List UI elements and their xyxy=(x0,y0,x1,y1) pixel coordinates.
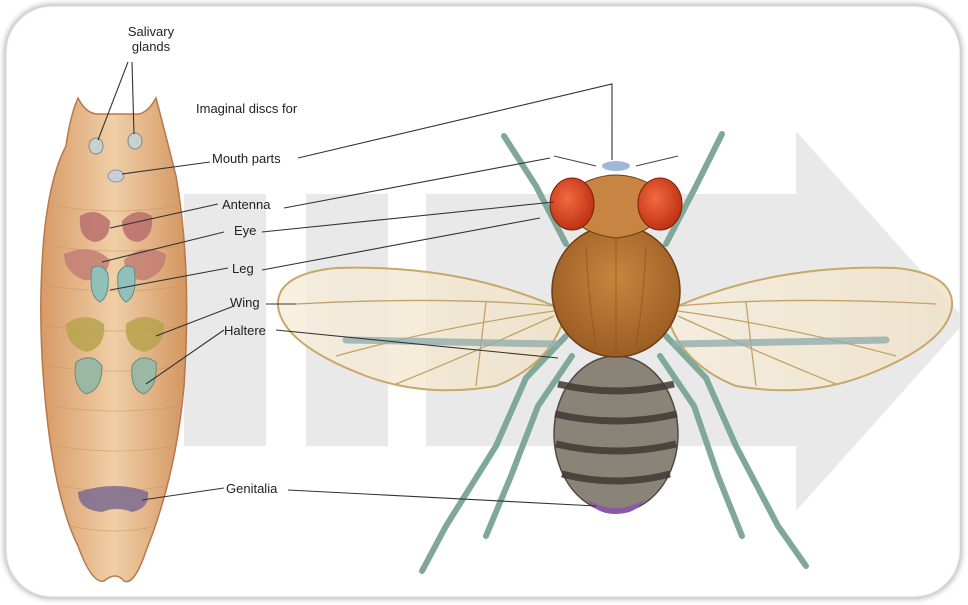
label-leg: Leg xyxy=(232,262,254,276)
diagram-frame: Salivary glands Imaginal discs for Mouth… xyxy=(6,6,960,597)
salivary-gland-right xyxy=(128,133,142,149)
disc-genitalia xyxy=(78,486,148,512)
label-mouth-parts: Mouth parts xyxy=(212,152,281,166)
salivary-gland-left xyxy=(89,138,103,154)
label-salivary-glands: Salivary glands xyxy=(116,24,186,54)
label-wing: Wing xyxy=(230,296,260,310)
fly-eye-left xyxy=(550,178,594,230)
label-imaginal-discs: Imaginal discs for xyxy=(196,102,297,116)
fly-abdomen xyxy=(554,356,678,512)
fly-mouth-parts xyxy=(602,161,630,171)
label-antenna: Antenna xyxy=(222,198,270,212)
larva xyxy=(41,98,187,582)
label-haltere: Haltere xyxy=(224,324,266,338)
label-genitalia: Genitalia xyxy=(226,482,277,496)
fly-eye-right xyxy=(638,178,682,230)
disc-mouth-parts xyxy=(108,170,124,182)
label-eye: Eye xyxy=(234,224,256,238)
drosophila-diagram xyxy=(6,6,960,597)
